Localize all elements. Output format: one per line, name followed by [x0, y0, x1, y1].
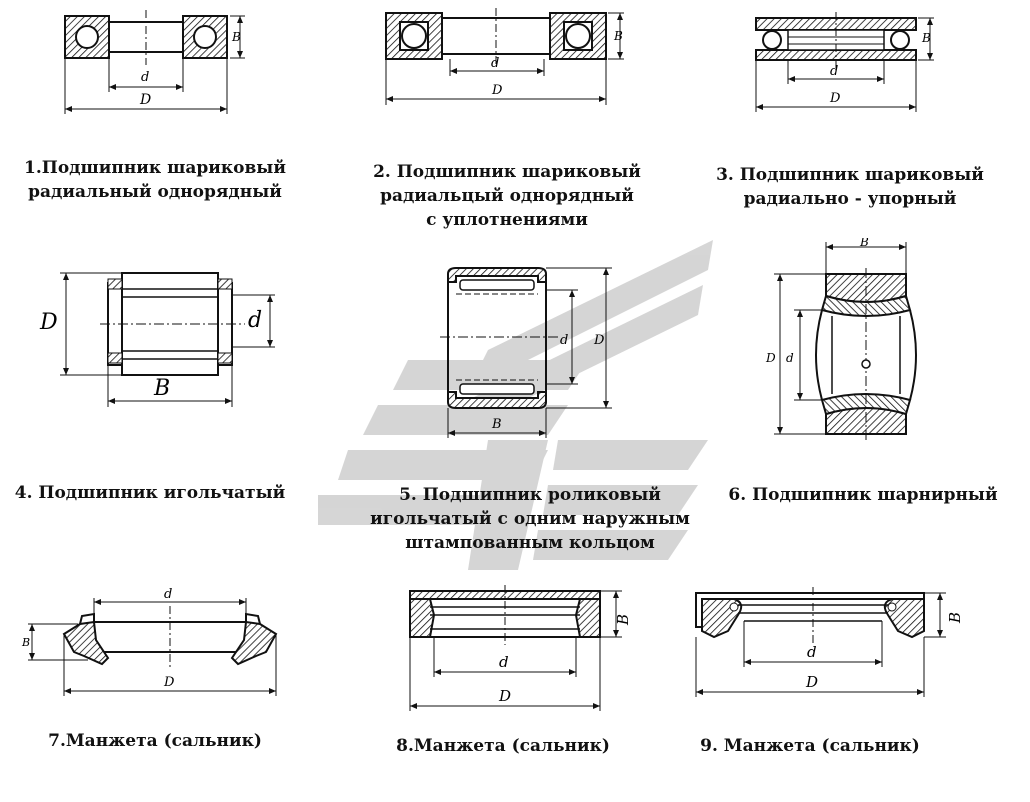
- dim-D: D: [498, 687, 511, 705]
- caption-3: 3. Подшипник шариковый радиально - упорн…: [716, 165, 984, 209]
- dim-D: D: [163, 675, 175, 690]
- dim-B: B: [21, 636, 30, 649]
- dim-D: D: [491, 83, 503, 98]
- figure-2-sealed-ball-bearing: B d D: [385, 8, 624, 105]
- dim-d: d: [786, 351, 794, 365]
- figure-7-lip-seal: d B D: [21, 587, 278, 696]
- dim-D: D: [593, 333, 605, 348]
- caption-6: 6. Подшипник шарнирный: [728, 485, 998, 505]
- dim-D: D: [39, 310, 58, 335]
- dim-B: B: [859, 238, 869, 249]
- figure-5-drawn-cup-needle-bearing: d D B: [440, 267, 612, 438]
- dim-B: B: [613, 29, 623, 43]
- dim-B: B: [153, 376, 170, 401]
- caption-4: 4. Подшипник игольчатый: [14, 483, 286, 503]
- figure-1-ball-bearing: B d D: [64, 10, 245, 114]
- caption-1: 1.Подшипник шариковый радиальный одноряд…: [24, 158, 286, 202]
- caption-7: 7.Манжета (сальник): [48, 731, 262, 751]
- caption-5: 5. Подшипник роликовый игольчатый с одни…: [370, 485, 690, 553]
- dim-D: D: [829, 91, 841, 106]
- dim-B: B: [491, 417, 502, 432]
- figure-8-lip-seal: B d D: [409, 585, 632, 711]
- dim-d: d: [499, 653, 509, 671]
- dim-D: D: [805, 673, 818, 691]
- dim-B: B: [946, 612, 964, 624]
- dim-d: d: [248, 308, 262, 333]
- caption-8: 8.Манжета (сальник): [396, 736, 610, 756]
- dim-d: d: [164, 587, 172, 602]
- dim-d: d: [830, 64, 838, 79]
- caption-2: 2. Подшипник шариковый радиальцый одноря…: [373, 162, 641, 230]
- dim-d: d: [491, 56, 499, 71]
- figure-3-angular-contact-bearing: B d D: [755, 12, 934, 112]
- dim-D: D: [139, 92, 151, 108]
- dim-d: d: [807, 643, 817, 661]
- dim-B: B: [614, 614, 632, 626]
- dim-B: B: [921, 31, 931, 45]
- figure-6-spherical-plain-bearing: B D d: [765, 238, 917, 443]
- caption-9: 9. Манжета (сальник): [700, 736, 920, 756]
- dim-d: d: [560, 333, 568, 348]
- dim-d: d: [141, 70, 149, 85]
- figure-4-needle-bearing: D d B: [39, 272, 275, 407]
- figure-9-lip-seal: B d D: [695, 587, 964, 697]
- watermark-logo: [318, 240, 713, 570]
- dim-B: B: [231, 30, 241, 44]
- dim-D: D: [765, 351, 776, 365]
